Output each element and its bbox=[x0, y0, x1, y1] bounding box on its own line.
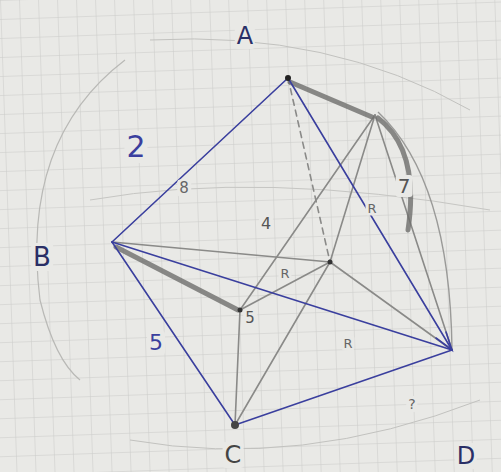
vertex-letter: C bbox=[223, 442, 244, 468]
edge-length: 5 bbox=[243, 310, 257, 327]
vertex-letter: B bbox=[31, 243, 53, 271]
vertex-letter: A bbox=[235, 23, 255, 49]
radius-mark: R bbox=[341, 336, 354, 351]
edge-length: 8 bbox=[177, 180, 191, 197]
unknown-mark: ? bbox=[406, 396, 417, 412]
edge-length: 5 bbox=[147, 331, 165, 355]
radius-mark: R bbox=[278, 266, 291, 281]
edge-length: 7 bbox=[396, 175, 413, 197]
edge-length: 4 bbox=[259, 215, 273, 233]
edge-length: 2 bbox=[124, 131, 147, 163]
vertex-letter: D bbox=[455, 443, 477, 469]
radius-mark: R bbox=[365, 201, 378, 216]
